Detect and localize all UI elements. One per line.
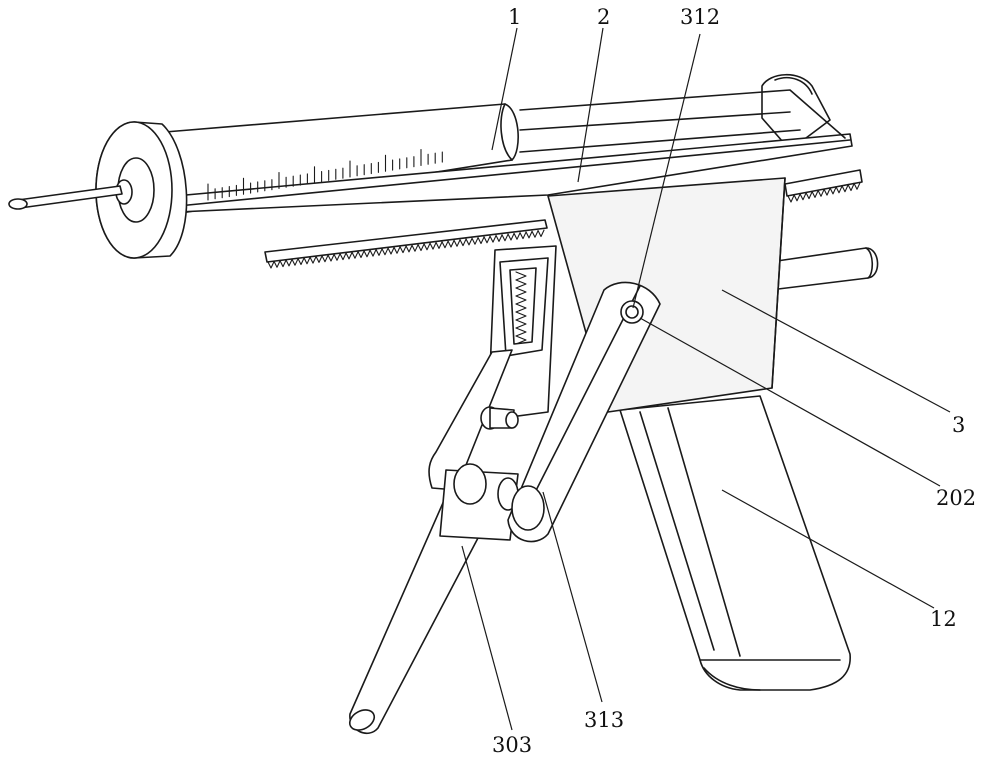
label-202: 202 bbox=[936, 486, 976, 510]
rear-rod bbox=[770, 248, 878, 290]
label-3: 3 bbox=[952, 413, 965, 437]
label-1: 1 bbox=[508, 5, 521, 29]
handle-grip bbox=[620, 396, 850, 690]
label-2: 2 bbox=[597, 5, 610, 29]
pawl-block bbox=[440, 464, 518, 540]
leader-313 bbox=[543, 492, 602, 702]
label-303: 303 bbox=[492, 733, 532, 757]
label-312: 312 bbox=[680, 5, 720, 29]
upper-rack bbox=[785, 170, 862, 202]
label-12: 12 bbox=[930, 607, 957, 631]
label-313: 313 bbox=[584, 708, 624, 732]
gear-bracket bbox=[488, 246, 556, 420]
leader-303 bbox=[462, 546, 512, 730]
